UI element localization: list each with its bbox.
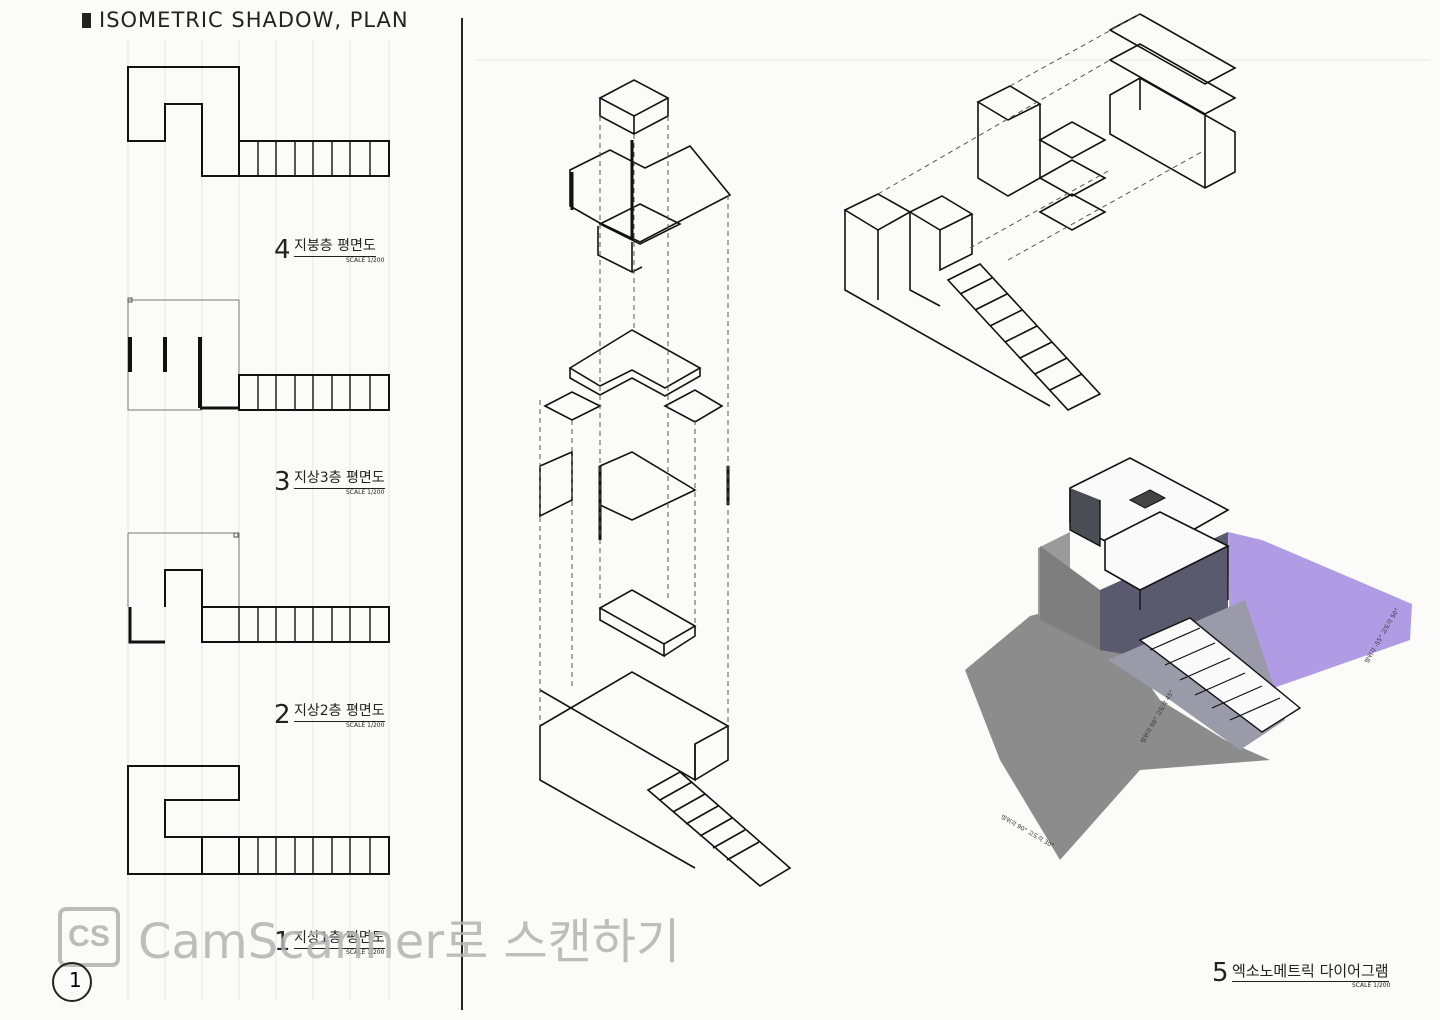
page-number-circle: 1 (52, 962, 92, 1002)
exploded-projection-lines (539, 116, 729, 726)
page-number: 1 (69, 968, 82, 992)
plan-number: 2 (274, 700, 291, 730)
plan-name: 지상2층 평면도 (294, 700, 385, 722)
sheet-title-text: ISOMETRIC SHADOW, PLAN (99, 8, 409, 32)
plan-name: 지붕층 평면도 (294, 235, 376, 257)
title-bullet-icon (82, 13, 91, 28)
plan-number: 3 (274, 467, 291, 497)
plan-floor-2 (127, 532, 390, 644)
plan-roof (127, 66, 390, 177)
iso-diagram-number: 5 (1212, 958, 1229, 988)
guide-lines (127, 40, 1430, 1000)
exploded-isometric (539, 79, 792, 887)
plan-number: 1 (274, 927, 291, 957)
iso-diagram-name: 엑소노메트릭 다이어그램 (1232, 962, 1389, 982)
shadow-isometric (965, 457, 1412, 860)
plan-scale: SCALE 1/200 (346, 257, 385, 264)
plan-scale: SCALE 1/200 (346, 949, 385, 956)
plan-floor-3 (127, 297, 390, 411)
iso-diagram-scale: SCALE 1/200 (1352, 982, 1391, 989)
plan-scale: SCALE 1/200 (346, 722, 385, 729)
sheet-title: ISOMETRIC SHADOW, PLAN (82, 8, 409, 32)
plan-name: 지상1층 평면도 (294, 927, 385, 949)
upper-projection-lines (877, 13, 1206, 261)
camscanner-watermark: CS CamScanner로 스캔하기 (58, 905, 681, 970)
plan-name: 지상3층 평면도 (294, 467, 385, 489)
plan-scale: SCALE 1/200 (346, 489, 385, 496)
plan-number: 4 (274, 235, 291, 265)
upper-isometric (843, 13, 1237, 411)
camscanner-logo-icon: CS (58, 907, 120, 967)
watermark-text: CamScanner로 스캔하기 (138, 914, 681, 970)
plan-floor-1 (127, 765, 390, 875)
